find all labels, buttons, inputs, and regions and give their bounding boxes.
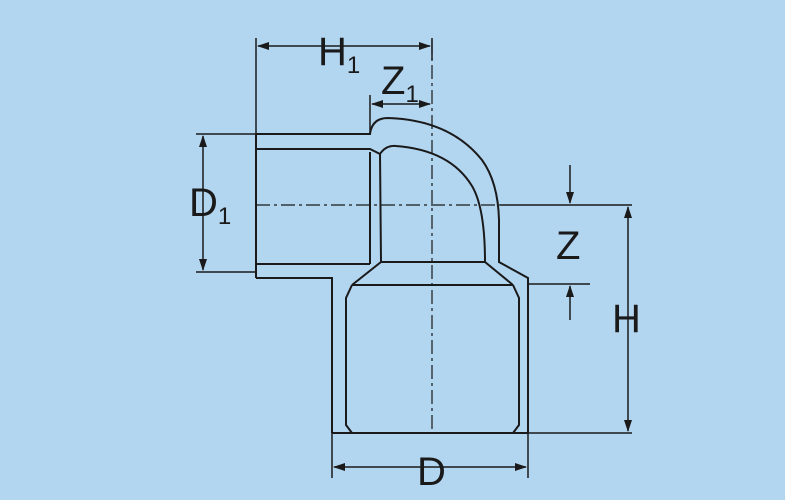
left-socket-bore bbox=[256, 148, 382, 263]
elbow-body bbox=[255, 116, 529, 434]
extension-lines bbox=[196, 38, 632, 478]
z-label: Z bbox=[556, 224, 580, 268]
bottom-bore-right bbox=[512, 284, 520, 434]
z1-label: Z1 bbox=[381, 59, 419, 108]
bottom-socket-seat bbox=[351, 261, 514, 286]
dimension-lines bbox=[199, 42, 632, 471]
dimension-labels: H1 Z1 D1 Z H D bbox=[189, 30, 641, 494]
bottom-bore-left bbox=[345, 284, 353, 434]
d-label: D bbox=[417, 450, 446, 494]
center-lines bbox=[256, 40, 500, 433]
h-label: H bbox=[612, 297, 641, 341]
elbow-outer-contour bbox=[256, 116, 529, 433]
d1-label: D1 bbox=[189, 181, 231, 230]
inner-bend bbox=[379, 144, 486, 263]
left-socket-step bbox=[256, 277, 333, 433]
h1-label: H1 bbox=[318, 30, 360, 79]
